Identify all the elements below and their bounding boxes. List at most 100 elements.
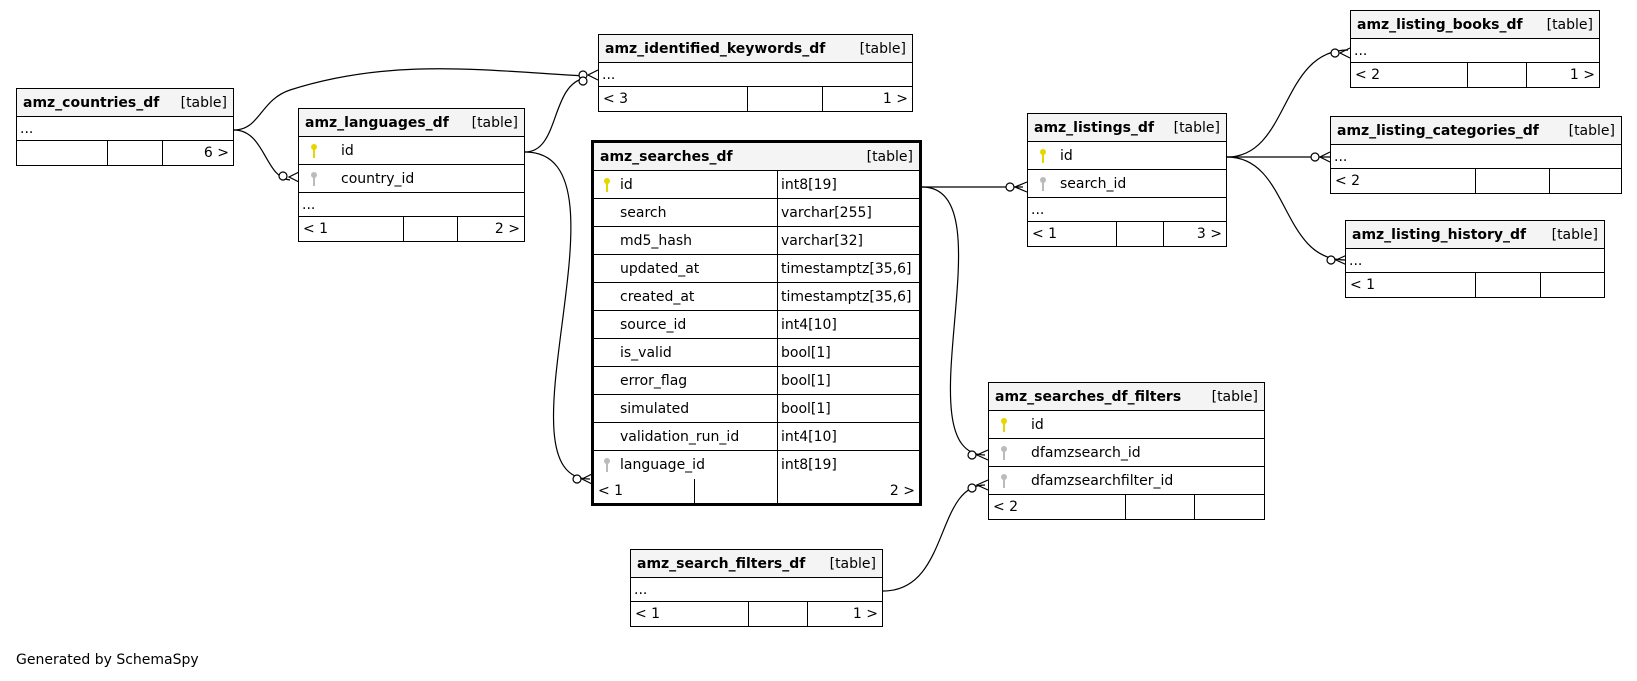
table-listing-books[interactable]: amz_listing_books_df [table] ... < 2 1 >: [1350, 10, 1600, 88]
column-type: int4[10]: [777, 311, 919, 338]
pagination-row: < 2: [989, 495, 1264, 519]
column-name: id: [1060, 147, 1073, 164]
pag-right[interactable]: 1 >: [1526, 63, 1599, 87]
table-kind: [table]: [1551, 226, 1598, 243]
crowfoot-history: [1334, 254, 1348, 266]
pag-right[interactable]: 2 >: [457, 217, 524, 241]
column-name: dfamzsearchfilter_id: [1031, 472, 1174, 489]
column-name: id: [1031, 416, 1044, 433]
pag-mid: [1467, 63, 1526, 87]
column-name-cell: is_valid: [594, 339, 777, 366]
table-listings[interactable]: amz_listings_df [table] id search_id ...…: [1027, 113, 1227, 247]
crowfoot-searches: [580, 473, 593, 485]
primary-key-icon: [989, 417, 1019, 433]
pag-left[interactable]: < 1: [635, 606, 661, 622]
table-name: amz_languages_df: [305, 114, 449, 131]
pag-right[interactable]: [1549, 169, 1621, 193]
column-row: language_id int8[19]: [594, 451, 919, 479]
ellipsis-row: ...: [1346, 249, 1604, 273]
column-row: id: [989, 411, 1264, 439]
pag-right[interactable]: 2 >: [777, 479, 919, 503]
table-name: amz_countries_df: [23, 94, 160, 111]
column-name-cell: source_id: [594, 311, 777, 338]
column-name: updated_at: [620, 260, 700, 277]
table-listing-categories[interactable]: amz_listing_categories_df [table] ... < …: [1330, 116, 1622, 194]
table-header: amz_listings_df [table]: [1028, 114, 1226, 142]
table-header: amz_listing_history_df [table]: [1346, 221, 1604, 249]
pag-left[interactable]: < 2: [1335, 173, 1361, 189]
column-name: validation_run_id: [620, 428, 740, 445]
pag-mid: [748, 602, 807, 626]
pag-right[interactable]: [1540, 273, 1604, 297]
endpoint-languages: [278, 171, 288, 181]
endpoint-filters-1: [967, 450, 977, 460]
column-row: country_id: [299, 165, 524, 193]
pag-left[interactable]: < 1: [1032, 226, 1058, 242]
column-type: int8[19]: [777, 451, 919, 479]
pag-left[interactable]: < 2: [993, 499, 1019, 515]
pag-left[interactable]: < 2: [1355, 67, 1381, 83]
column-type: int4[10]: [777, 423, 919, 450]
pagination-row: < 2 1 >: [1351, 63, 1599, 87]
foreign-key-icon: [1028, 176, 1058, 192]
column-row: dfamzsearchfilter_id: [989, 467, 1264, 495]
table-search-filters[interactable]: amz_search_filters_df [table] ... < 1 1 …: [630, 549, 883, 627]
column-name-cell: created_at: [594, 283, 777, 310]
table-countries[interactable]: amz_countries_df [table] ... 6 >: [16, 88, 234, 166]
ellipsis-row: ...: [631, 578, 882, 602]
pagination-row: 6 >: [17, 141, 233, 165]
pag-right[interactable]: 6 >: [162, 141, 233, 165]
crowfoot-filters-2: [975, 479, 989, 491]
column-name-cell: id: [594, 171, 777, 198]
column-name-cell: updated_at: [594, 255, 777, 282]
table-kind: [table]: [859, 40, 906, 57]
pag-mid: [1125, 495, 1194, 519]
column-row: validation_run_id int4[10]: [594, 423, 919, 451]
table-kind: [table]: [1211, 388, 1258, 405]
column-name: language_id: [620, 457, 705, 473]
table-name: amz_searches_df_filters: [995, 388, 1182, 405]
table-kind: [table]: [866, 148, 913, 165]
pag-left[interactable]: < 3: [603, 91, 629, 107]
generated-by-note: Generated by SchemaSpy: [16, 652, 199, 668]
table-listing-history[interactable]: amz_listing_history_df [table] ... < 1: [1345, 220, 1605, 298]
table-kind: [table]: [1546, 16, 1593, 33]
column-type: int8[19]: [777, 171, 919, 198]
table-languages[interactable]: amz_languages_df [table] id country_id .…: [298, 108, 525, 242]
pag-mid: [403, 217, 457, 241]
crowfoot-books: [1338, 47, 1351, 59]
crowfoot-keywords: [586, 69, 599, 81]
pag-mid: [1475, 169, 1549, 193]
table-kind: [table]: [1568, 122, 1615, 139]
pag-left[interactable]: < 1: [598, 483, 624, 499]
pag-right[interactable]: 1 >: [822, 87, 912, 111]
table-kind: [table]: [829, 555, 876, 572]
column-name: search_id: [1060, 175, 1127, 192]
pag-mid: [1116, 222, 1163, 246]
column-row: id: [1028, 142, 1226, 170]
pag-mid: [1475, 273, 1540, 297]
pag-left[interactable]: [17, 141, 107, 165]
table-name: amz_listings_df: [1034, 119, 1155, 136]
ellipsis-row: ...: [299, 193, 524, 217]
table-identified-keywords[interactable]: amz_identified_keywords_df [table] ... <…: [598, 34, 913, 112]
table-searches-filters[interactable]: amz_searches_df_filters [table] id dfamz…: [988, 382, 1265, 520]
pag-right[interactable]: 1 >: [807, 602, 882, 626]
column-name-cell: search: [594, 199, 777, 226]
column-name: id: [341, 142, 354, 159]
column-name: md5_hash: [620, 232, 693, 249]
pagination-row: < 1: [1346, 273, 1604, 297]
foreign-key-icon: [299, 171, 329, 187]
column-name-cell: error_flag: [594, 367, 777, 394]
pag-left[interactable]: < 1: [1350, 277, 1376, 293]
pag-right[interactable]: [1194, 495, 1264, 519]
pag-left[interactable]: < 1: [303, 221, 329, 237]
endpoint-searches-lang: [572, 474, 582, 484]
pagination-row: < 2: [1331, 169, 1621, 193]
pag-mid: [694, 479, 777, 503]
pag-right[interactable]: 3 >: [1163, 222, 1226, 246]
